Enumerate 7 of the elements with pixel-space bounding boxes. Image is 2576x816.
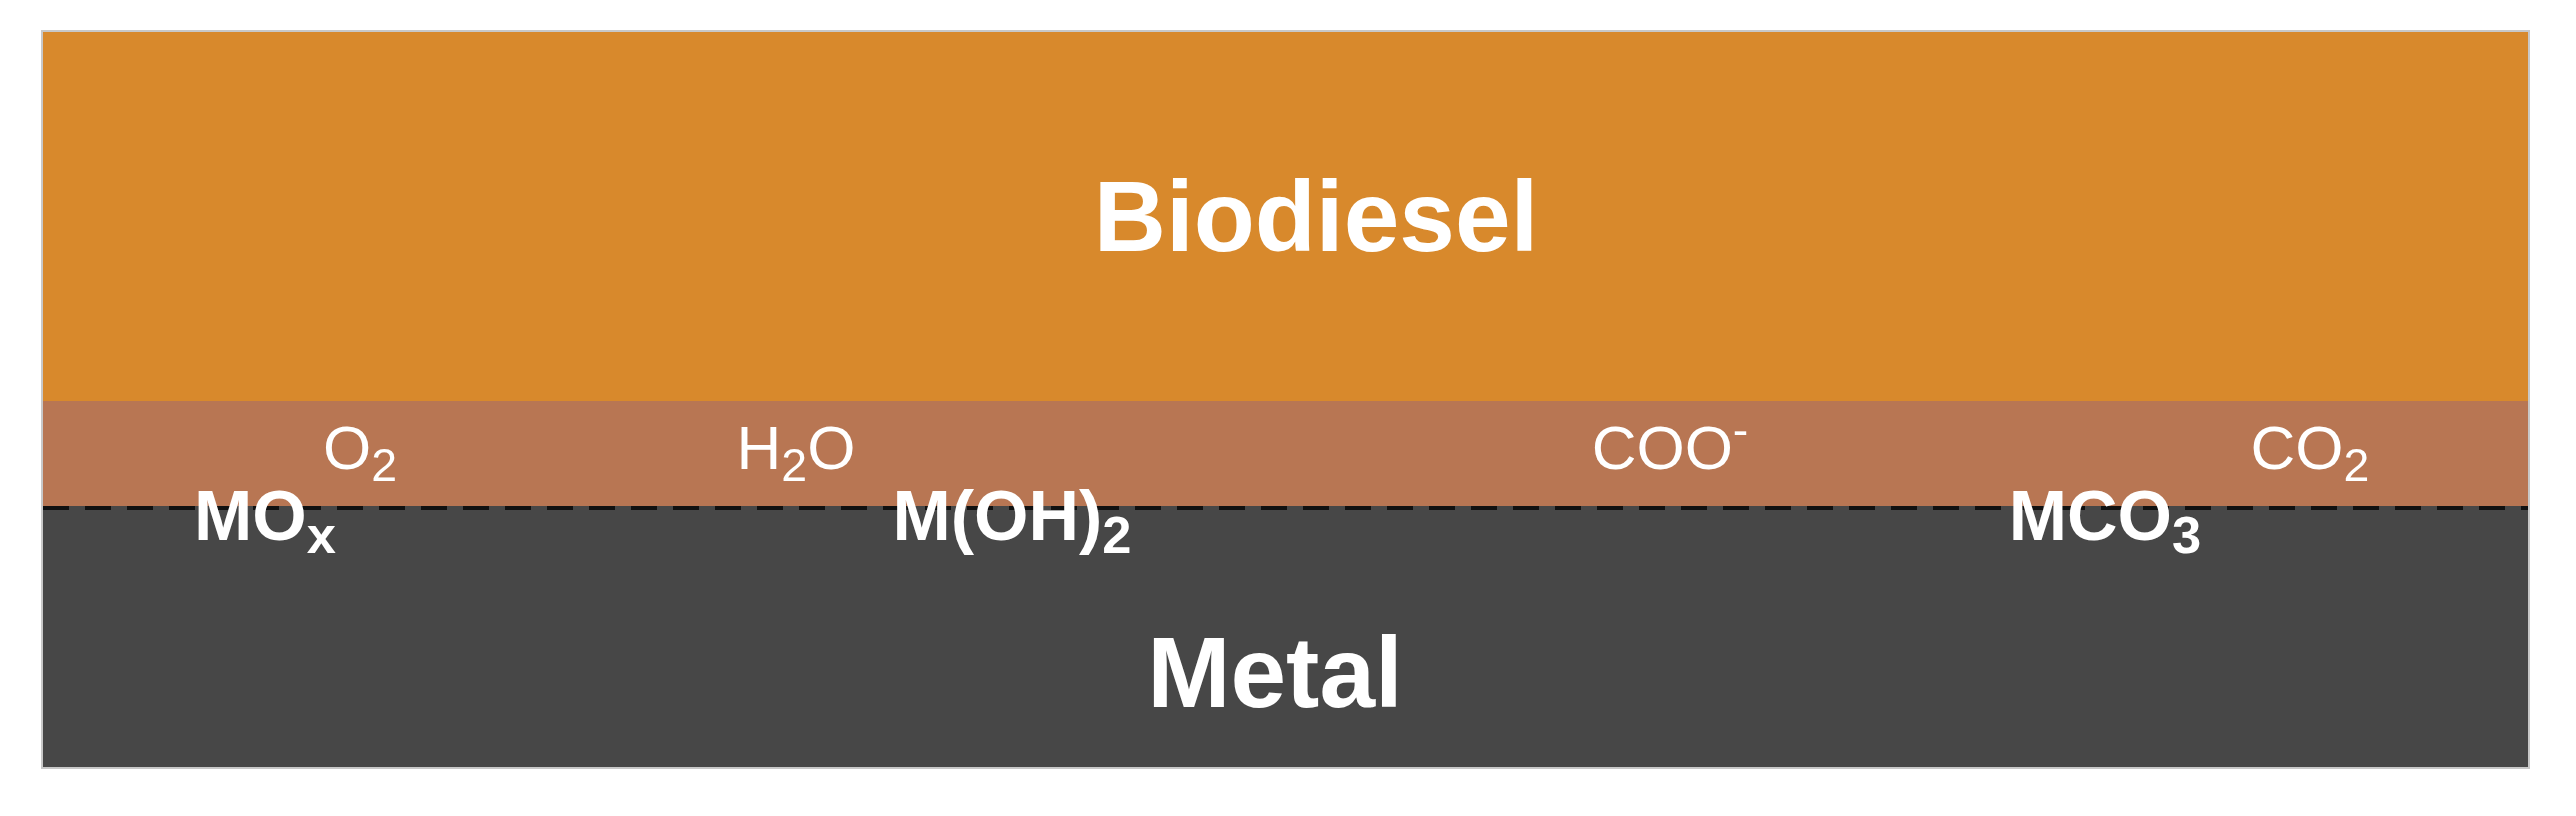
layer-label: Metal xyxy=(1147,622,1403,722)
species-label: COO$^{-}$ xyxy=(1591,417,1749,479)
layer-label: Biodiesel xyxy=(1093,166,1539,266)
species-label: CO$_{2}$ xyxy=(2250,417,2370,479)
species-label: H$_{2}$O xyxy=(736,417,856,479)
species-label: O$_{2}$ xyxy=(322,417,398,479)
biodiesel-layer xyxy=(43,32,2528,401)
